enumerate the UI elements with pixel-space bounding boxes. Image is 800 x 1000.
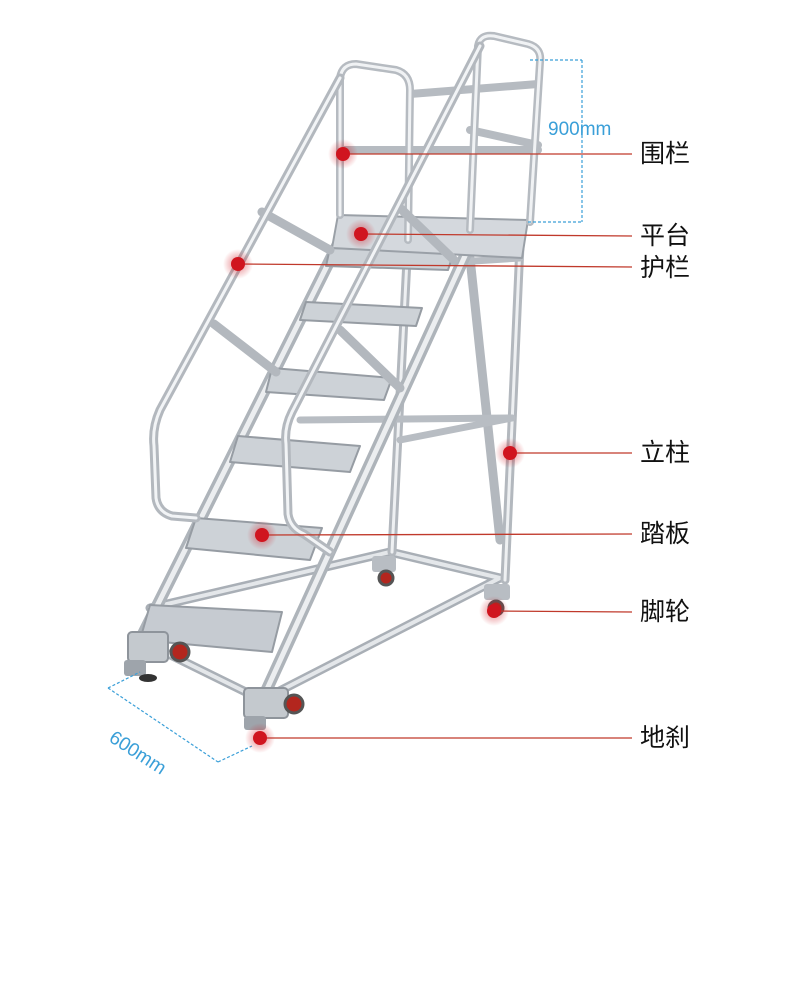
callout-label-caster: 脚轮	[640, 599, 690, 624]
marker-tread	[247, 520, 277, 550]
ladder-treads	[140, 248, 454, 652]
callout-label-handrail: 护栏	[640, 255, 690, 280]
marker-floor-brake	[245, 723, 275, 753]
callout-label-tread: 踏板	[640, 521, 690, 546]
callout-label-platform: 平台	[640, 223, 690, 248]
marker-caster	[479, 596, 509, 626]
callout-label-column: 立柱	[640, 440, 690, 465]
marker-handrail	[223, 249, 253, 279]
callout-label-guardrail-top: 围栏	[640, 141, 690, 166]
marker-platform	[346, 219, 376, 249]
callout-label-floor-brake: 地刹	[640, 725, 690, 750]
ladder-frame	[124, 36, 540, 730]
height-dimension-label: 900mm	[548, 120, 611, 139]
marker-guardrail-top	[328, 139, 358, 169]
marker-column	[495, 438, 525, 468]
